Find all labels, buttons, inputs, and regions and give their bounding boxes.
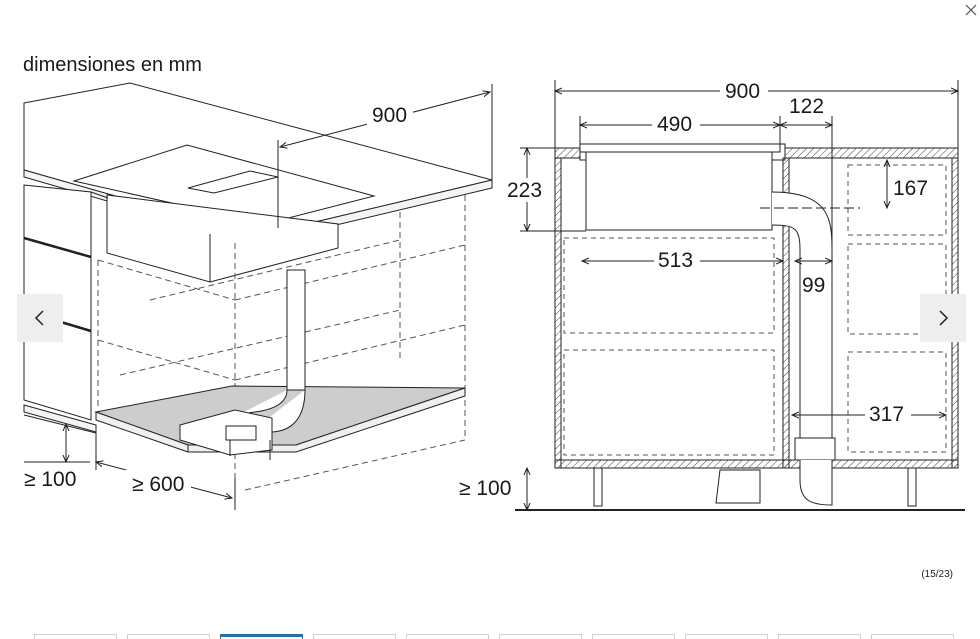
perspective-gap-label: ≥ 100 [24,468,76,491]
perspective-view [23,82,493,491]
image-viewer: dimensiones en mm [23,54,965,511]
perspective-depth-label: ≥ 600 [132,473,184,496]
chevron-left-icon [34,310,44,326]
thumbnail-item[interactable] [313,634,396,639]
close-button[interactable] [960,0,980,22]
thumbnail-item[interactable] [499,634,582,639]
section-width-label: 900 [725,80,760,103]
section-inner-width-label: 513 [658,249,693,272]
section-unit-width-label: 490 [657,113,692,136]
close-icon [965,4,977,16]
thumbnail-item[interactable] [127,634,210,639]
thumbnail-item[interactable] [871,634,954,639]
thumbnail-item-active[interactable] [220,634,303,639]
thumbnail-item[interactable] [406,634,489,639]
dimension-drawing: dimensiones en mm [23,54,965,511]
section-duct-distance-label: 317 [869,403,904,426]
section-duct-drop-label: 167 [893,177,928,200]
perspective-width-label: 900 [372,104,407,127]
thumbnail-item[interactable] [34,634,117,639]
section-dimensions [504,80,958,510]
section-base-gap-label: ≥ 100 [459,477,511,500]
perspective-dimensions [23,84,493,510]
next-image-button[interactable] [920,294,966,342]
thumbnail-item[interactable] [685,634,768,639]
image-counter: (15/23) [921,569,953,580]
thumbnail-strip [34,634,980,639]
section-duct-width-label: 99 [802,274,825,297]
thumbnail-item[interactable] [778,634,861,639]
drawing-caption: dimensiones en mm [23,54,202,76]
thumbnail-item[interactable] [592,634,675,639]
section-unit-height-label: 223 [507,179,542,202]
chevron-right-icon [939,310,949,326]
previous-image-button[interactable] [17,294,63,342]
section-unit-offset-label: 122 [789,95,824,118]
